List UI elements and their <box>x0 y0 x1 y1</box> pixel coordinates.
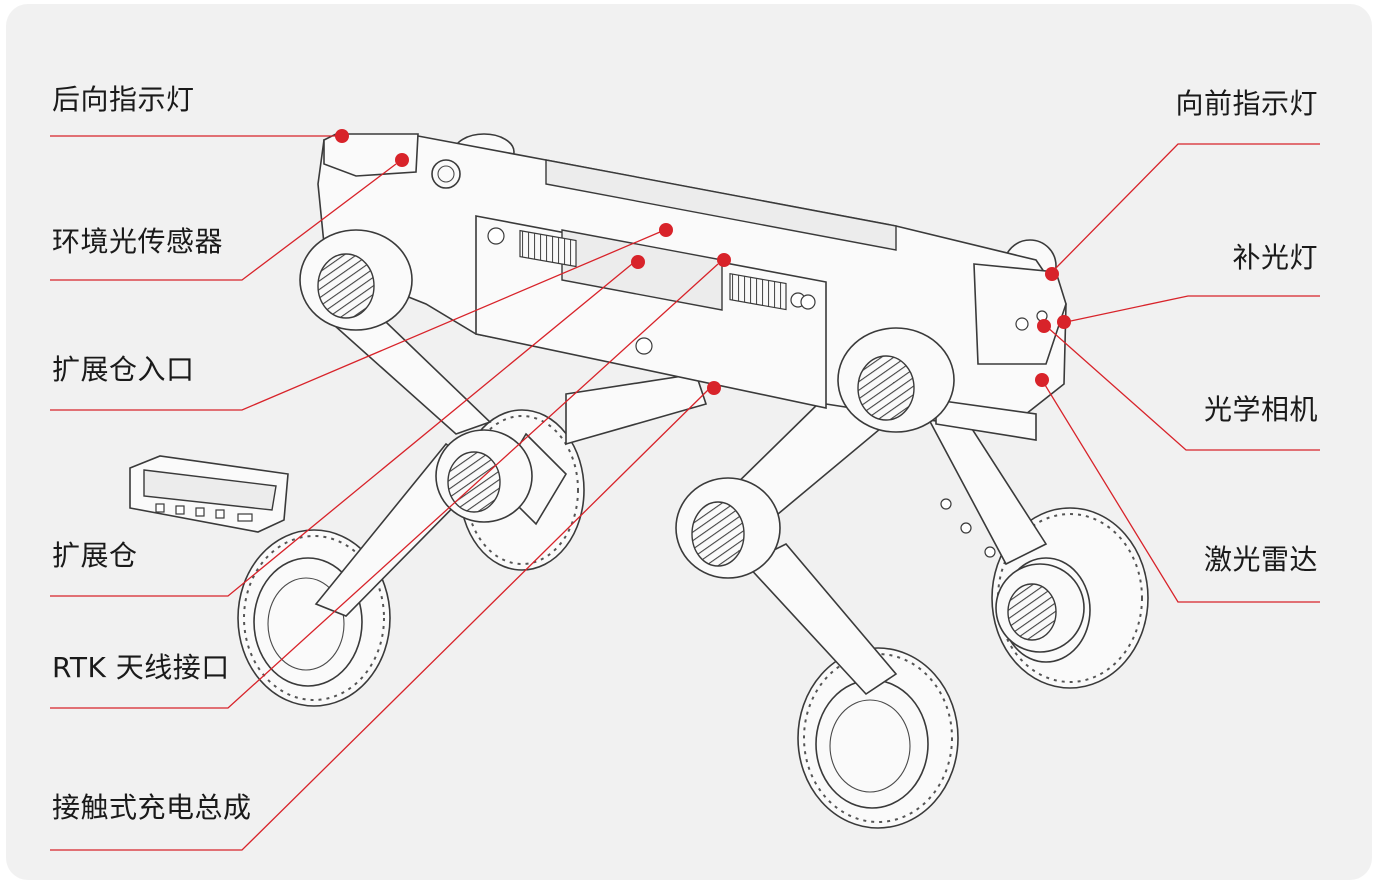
callout-dot-expansion-bay <box>631 255 645 269</box>
leader-line-contact-charging-assembly <box>50 389 709 851</box>
callout-dot-expansion-bay-entry <box>659 223 673 237</box>
leader-line-expansion-bay <box>50 263 633 597</box>
label-rear-indicator: 后向指示灯 <box>52 83 195 116</box>
callout-dot-fill-light <box>1057 315 1071 329</box>
rear-left-hip-motor <box>299 229 413 331</box>
label-lidar: 激光雷达 <box>1203 543 1318 576</box>
callout-dot-ambient-light-sensor <box>395 153 409 167</box>
callout-dot-optical-camera <box>1037 319 1051 333</box>
leader-line-fill-light <box>1065 295 1320 323</box>
label-optical-camera: 光学相机 <box>1203 393 1318 426</box>
leader-line-expansion-bay-entry <box>50 231 661 411</box>
callout-dot-rtk-antenna-port <box>717 253 731 267</box>
rear-right-leg <box>494 373 708 526</box>
front-left-knee-motor <box>675 477 781 579</box>
front-right-hip-motor <box>837 327 955 433</box>
leader-line-front-indicator <box>1051 143 1320 273</box>
front-right-leg <box>924 403 1048 566</box>
callout-lines <box>50 135 1320 851</box>
front-left-wheel <box>797 647 959 829</box>
label-ambient-light-sensor: 环境光传感器 <box>52 225 224 258</box>
label-contact-charging-assembly: 接触式充电总成 <box>52 791 252 824</box>
leader-line-lidar <box>1041 379 1320 603</box>
label-front-indicator: 向前指示灯 <box>1175 87 1318 120</box>
label-expansion-bay: 扩展仓 <box>52 539 138 572</box>
callout-dot-front-indicator <box>1045 267 1059 281</box>
leader-line-rtk-antenna-port <box>50 263 719 709</box>
callout-dots <box>335 129 1071 395</box>
label-rtk-antenna-port: RTK 天线接口 <box>52 651 230 684</box>
robot-illustration <box>50 129 1320 851</box>
leader-line-optical-camera <box>1045 325 1320 451</box>
leader-line-ambient-light-sensor <box>50 163 397 281</box>
expansion-bay-module <box>129 455 289 533</box>
label-expansion-bay-entry: 扩展仓入口 <box>52 353 195 386</box>
front-right-knee-motor <box>995 563 1085 653</box>
callout-dot-rear-indicator <box>335 129 349 143</box>
label-fill-light: 补光灯 <box>1232 241 1318 274</box>
callout-dot-contact-charging-assembly <box>707 381 721 395</box>
diagram-frame: 后向指示灯 环境光传感器 扩展仓入口 扩展仓 RTK 天线接口 接触式充电总成 … <box>6 4 1372 880</box>
callout-dot-lidar <box>1035 373 1049 387</box>
